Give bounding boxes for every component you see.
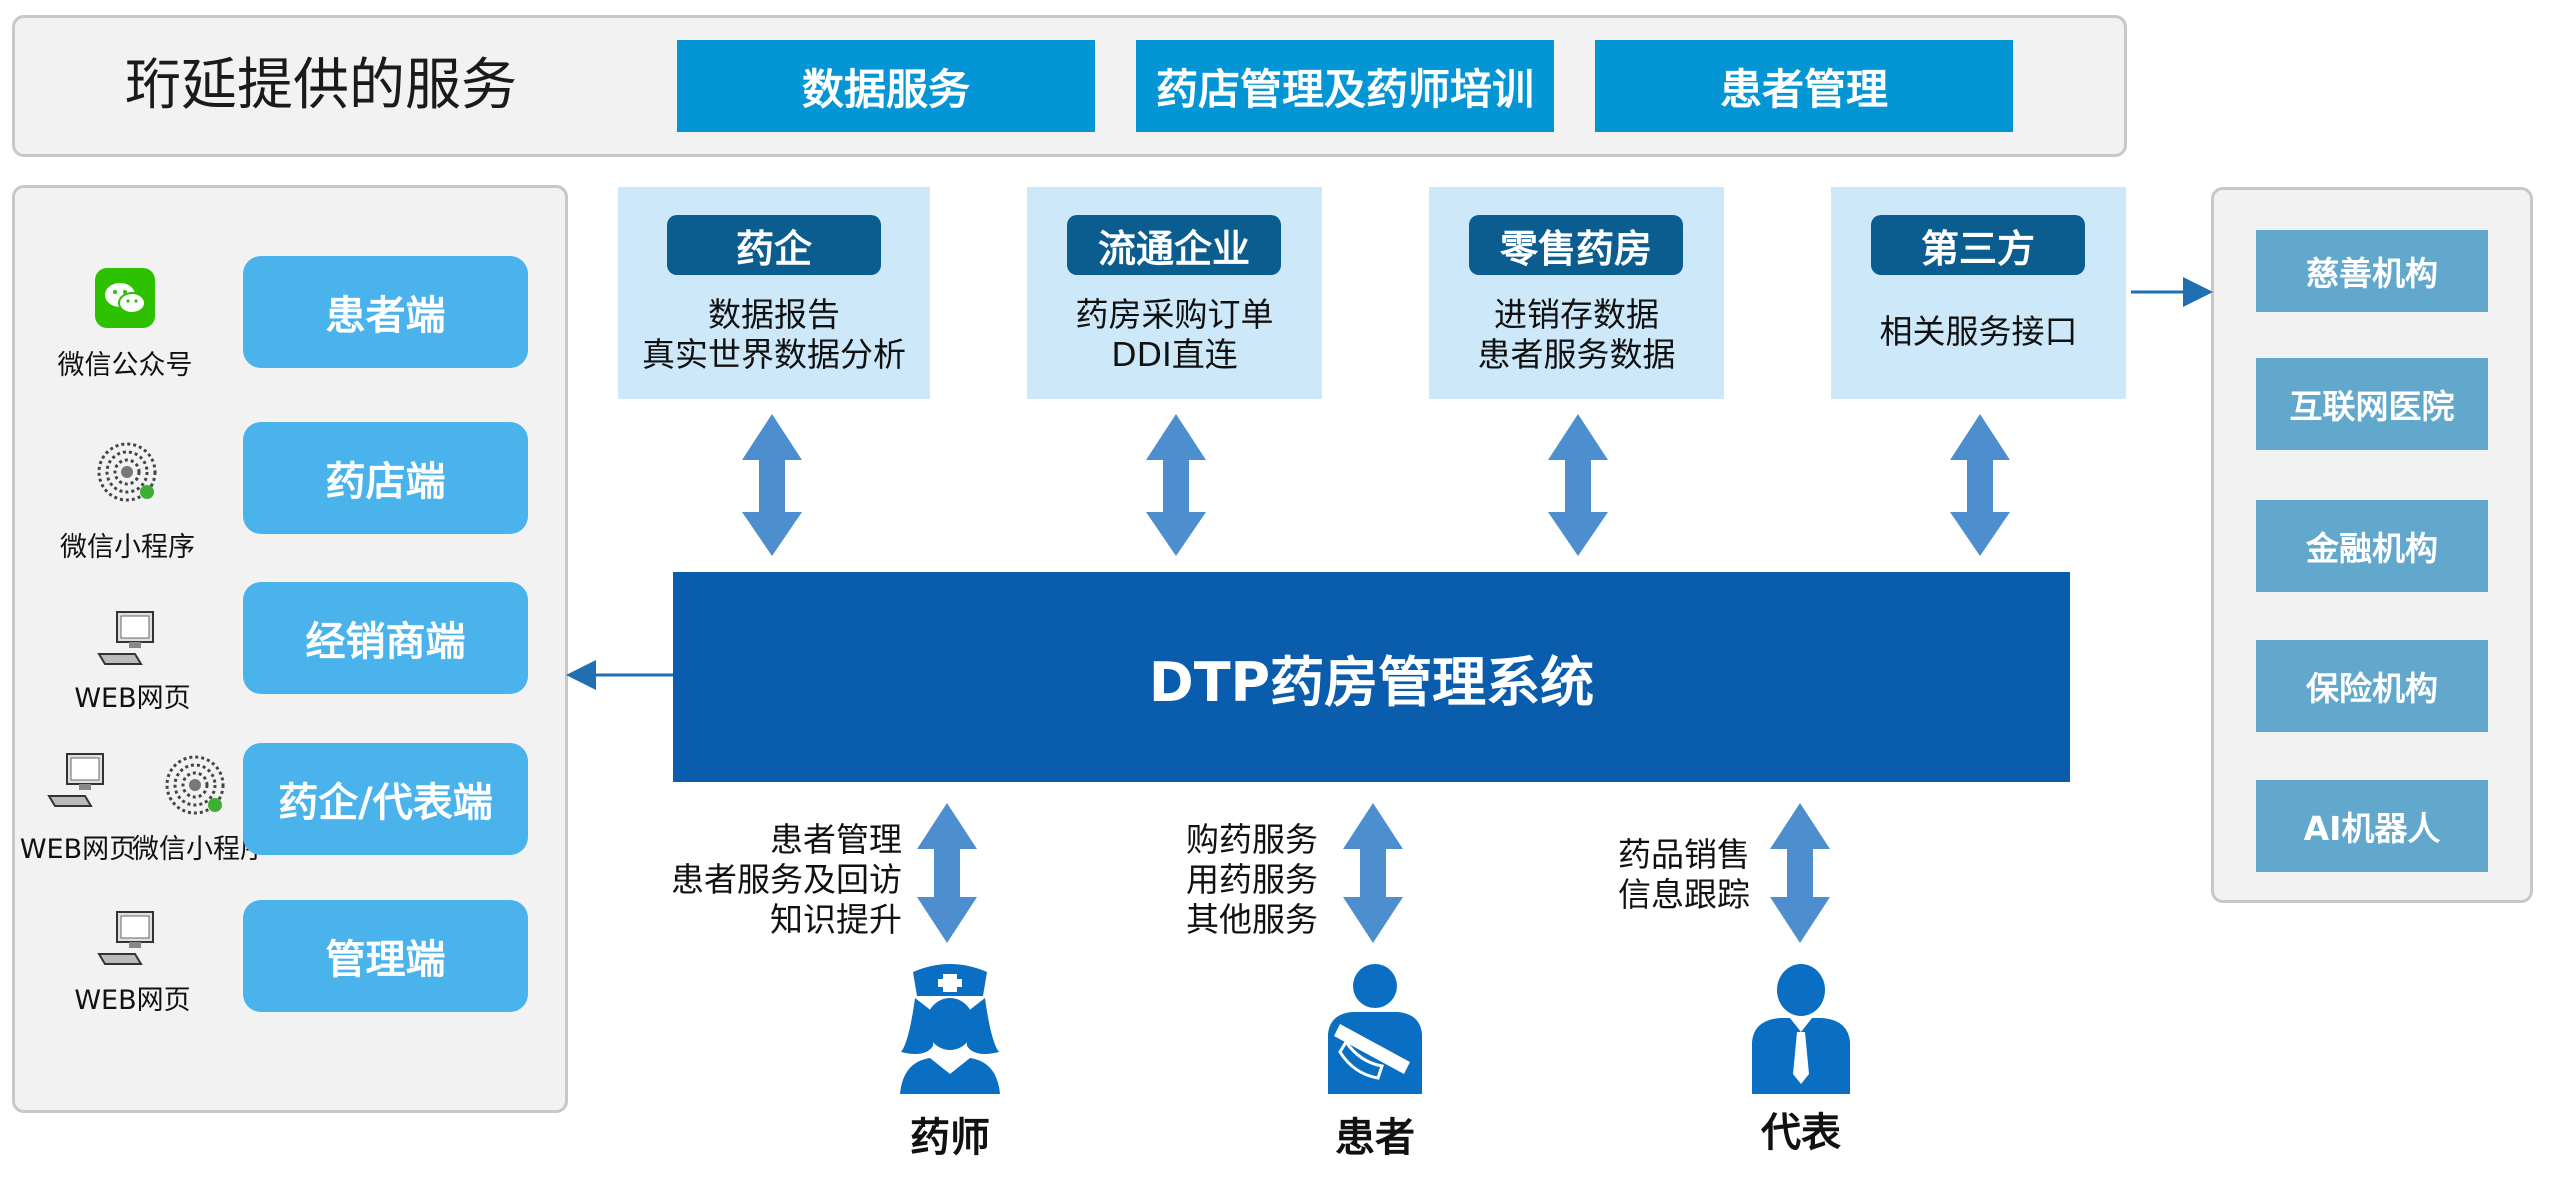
external-ai-robot-button[interactable]: AI机器人: [2256, 780, 2488, 872]
party-pharma-label: 药企: [667, 215, 881, 275]
computer-icon: [95, 610, 159, 670]
computer-icon: [95, 910, 159, 970]
party-retail-box: 零售药房 进销存数据患者服务数据: [1429, 187, 1724, 399]
service-data-button[interactable]: 数据服务: [677, 40, 1095, 132]
client-caption: 微信公众号: [57, 350, 193, 381]
client-distributor-button[interactable]: 经销商端: [243, 582, 528, 694]
client-caption: WEB网页: [19, 834, 137, 865]
party-pharma-desc: 数据报告真实世界数据分析: [642, 295, 906, 374]
pharmacist-icon: [895, 962, 1005, 1094]
party-retail-desc: 进销存数据患者服务数据: [1477, 295, 1676, 374]
wechat-icon: [95, 268, 155, 328]
qr-code-icon: [92, 437, 162, 507]
double-arrow-icon: [1950, 414, 2010, 556]
client-pharmacy-button[interactable]: 药店端: [243, 422, 528, 534]
representative-desc: 药品销售信息跟踪: [1618, 835, 1750, 914]
core-system: DTP药房管理系统: [673, 572, 2070, 782]
client-caption: WEB网页: [74, 683, 191, 714]
party-third-box: 第三方 相关服务接口: [1831, 187, 2126, 399]
patient-desc: 购药服务用药服务其他服务: [1186, 820, 1318, 939]
party-distribution-label: 流通企业: [1067, 215, 1281, 275]
client-caption: 微信小程序: [60, 532, 195, 563]
double-arrow-icon: [1146, 414, 1206, 556]
party-third-label: 第三方: [1871, 215, 2085, 275]
double-arrow-icon: [1548, 414, 1608, 556]
double-arrow-icon: [1343, 803, 1403, 943]
client-admin-button[interactable]: 管理端: [243, 900, 528, 1012]
pharmacist-desc: 患者管理患者服务及回访知识提升: [671, 820, 902, 939]
role-pharmacist-label: 药师: [910, 1115, 990, 1161]
client-caption: WEB网页: [74, 985, 191, 1016]
qr-code-icon: [160, 750, 230, 820]
double-arrow-icon: [1770, 803, 1830, 943]
role-representative-label: 代表: [1761, 1110, 1841, 1156]
external-finance-button[interactable]: 金融机构: [2256, 500, 2488, 592]
patient-icon: [1320, 962, 1430, 1094]
external-charity-button[interactable]: 慈善机构: [2256, 230, 2488, 312]
client-pharma-rep-button[interactable]: 药企/代表端: [243, 743, 528, 855]
double-arrow-icon: [917, 803, 977, 943]
computer-icon: [45, 752, 109, 812]
external-internet-hospital-button[interactable]: 互联网医院: [2256, 358, 2488, 450]
external-insurance-button[interactable]: 保险机构: [2256, 640, 2488, 732]
representative-icon: [1746, 962, 1856, 1094]
party-third-desc: 相关服务接口: [1879, 312, 2078, 351]
party-retail-label: 零售药房: [1469, 215, 1683, 275]
services-title: 珩延提供的服务: [125, 53, 517, 118]
service-pharmacy-training-button[interactable]: 药店管理及药师培训: [1136, 40, 1554, 132]
services-panel: 珩延提供的服务 数据服务 药店管理及药师培训 患者管理: [12, 15, 2127, 157]
service-patient-management-button[interactable]: 患者管理: [1595, 40, 2013, 132]
party-pharma-box: 药企 数据报告真实世界数据分析: [618, 187, 930, 399]
role-patient-label: 患者: [1335, 1115, 1415, 1161]
double-arrow-icon: [742, 414, 802, 556]
client-patient-button[interactable]: 患者端: [243, 256, 528, 368]
